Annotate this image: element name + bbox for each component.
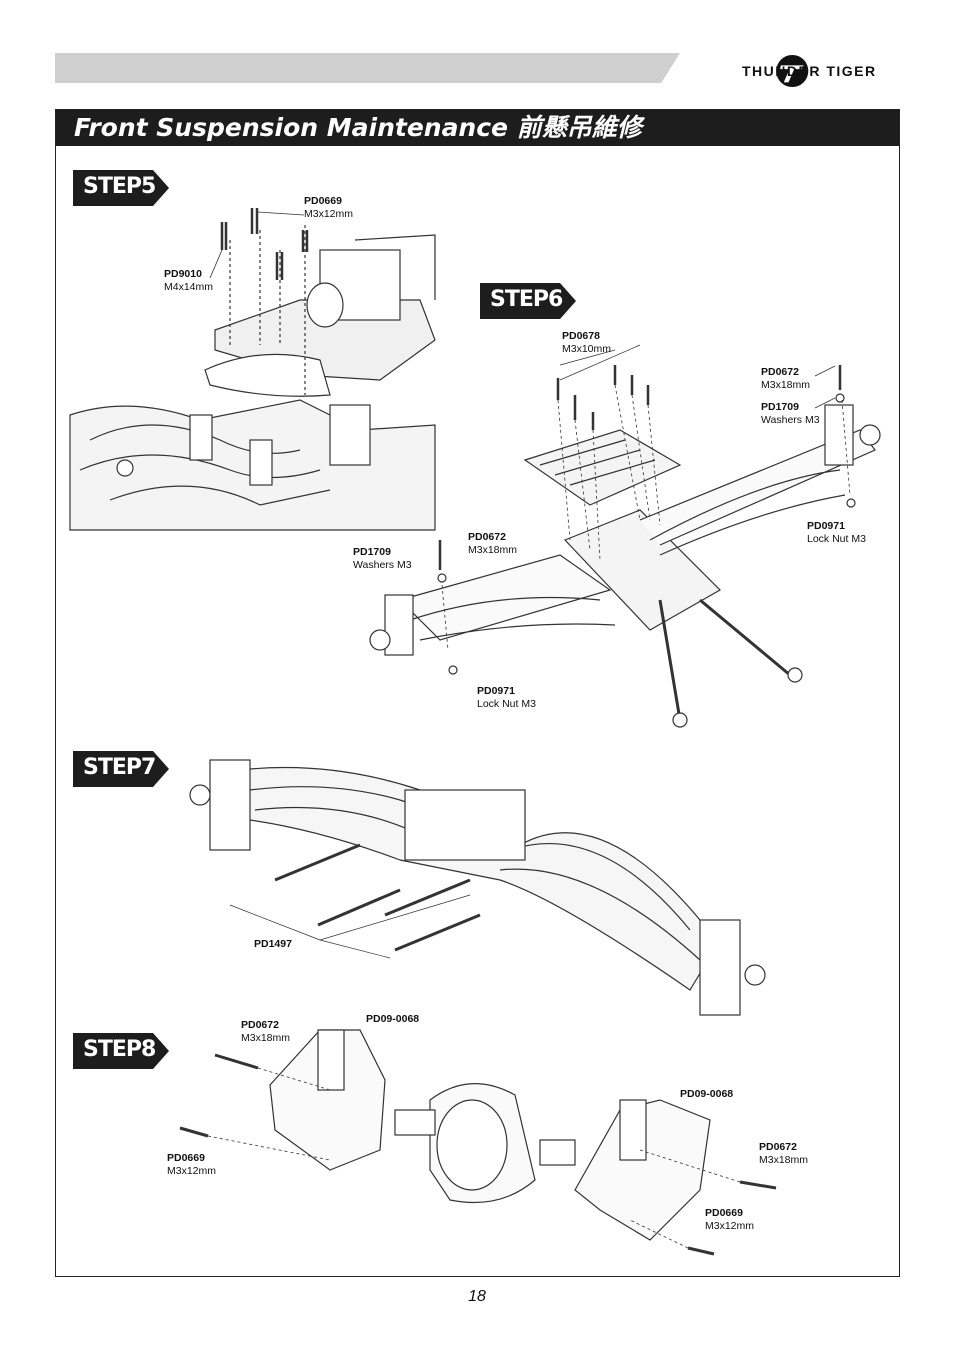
part-label: PD1709 Washers M3 (353, 546, 412, 572)
part-label: PD0971 Lock Nut M3 (807, 520, 866, 546)
thunder-tiger-logo-icon (776, 54, 809, 88)
part-label: PD09-0068 (366, 1013, 419, 1026)
part-desc: M4x14mm (164, 281, 214, 293)
brand-name: THUNDER TIGER (742, 63, 877, 79)
page-title: Front Suspension Maintenance 前懸吊維修 (74, 113, 642, 142)
part-desc: M3x18mm (761, 379, 811, 391)
part-code: PD1709 (353, 546, 391, 558)
step5-diagram (69, 208, 436, 531)
part-desc: Lock Nut M3 (807, 533, 866, 545)
part-desc: Lock Nut M3 (477, 698, 536, 710)
step6-badge: STEP6 (480, 283, 578, 319)
part-code: PD0971 (477, 685, 515, 697)
part-code: PD09-0068 (366, 1013, 420, 1025)
content-frame (55, 109, 900, 1277)
page-number: 18 (468, 1288, 486, 1305)
part-code: PD09-0068 (680, 1088, 734, 1100)
part-desc: M3x18mm (468, 544, 518, 556)
part-desc: Washers M3 (761, 414, 820, 426)
part-label: PD0678 M3x10mm (562, 330, 611, 356)
step7-label: STEP7 (83, 755, 156, 780)
part-desc: M3x18mm (759, 1154, 809, 1166)
step5-label: STEP5 (83, 174, 156, 199)
part-code: PD0971 (807, 520, 845, 532)
step5-badge: STEP5 (73, 170, 171, 206)
step8-diagram (179, 1029, 777, 1256)
part-label: PD0971 Lock Nut M3 (477, 685, 536, 711)
part-code: PD0672 (759, 1141, 797, 1153)
part-desc: M3x10mm (562, 343, 612, 355)
part-desc: M3x12mm (167, 1165, 217, 1177)
part-code: PD0669 (705, 1207, 743, 1219)
step6-label: STEP6 (490, 287, 563, 312)
title-bar (56, 110, 899, 146)
part-label: PD9010 M4x14mm (164, 268, 213, 294)
part-desc: M3x12mm (304, 208, 354, 220)
part-label: PD0669 M3x12mm (304, 195, 353, 221)
part-desc: M3x18mm (241, 1032, 291, 1044)
part-label: PD09-0068 (680, 1088, 733, 1101)
part-label: PD0672 M3x18mm (761, 366, 810, 392)
part-code: PD0669 (304, 195, 342, 207)
part-label: PD1497 (254, 938, 292, 951)
part-code: PD1709 (761, 401, 799, 413)
part-label: PD0672 M3x18mm (468, 531, 517, 557)
part-label: PD0672 M3x18mm (759, 1141, 808, 1167)
part-code: PD0672 (761, 366, 799, 378)
part-label: PD0669 M3x12mm (705, 1207, 754, 1233)
part-code: PD1497 (254, 938, 292, 950)
part-label: PD1709 Washers M3 (761, 401, 820, 427)
step7-diagram (189, 759, 766, 1016)
part-desc: M3x12mm (705, 1220, 755, 1232)
part-code: PD0672 (468, 531, 506, 543)
part-label: PD0669 M3x12mm (167, 1152, 216, 1178)
step8-badge: STEP8 (73, 1033, 171, 1069)
part-desc: Washers M3 (353, 559, 412, 571)
part-code: PD9010 (164, 268, 202, 280)
part-code: PD0669 (167, 1152, 205, 1164)
part-label: PD0672 M3x18mm (241, 1019, 290, 1045)
part-code: PD0672 (241, 1019, 279, 1031)
part-code: PD0678 (562, 330, 600, 342)
header-bar (55, 53, 680, 83)
step7-badge: STEP7 (73, 751, 171, 787)
step8-label: STEP8 (83, 1037, 156, 1062)
step6-diagram (369, 344, 881, 728)
